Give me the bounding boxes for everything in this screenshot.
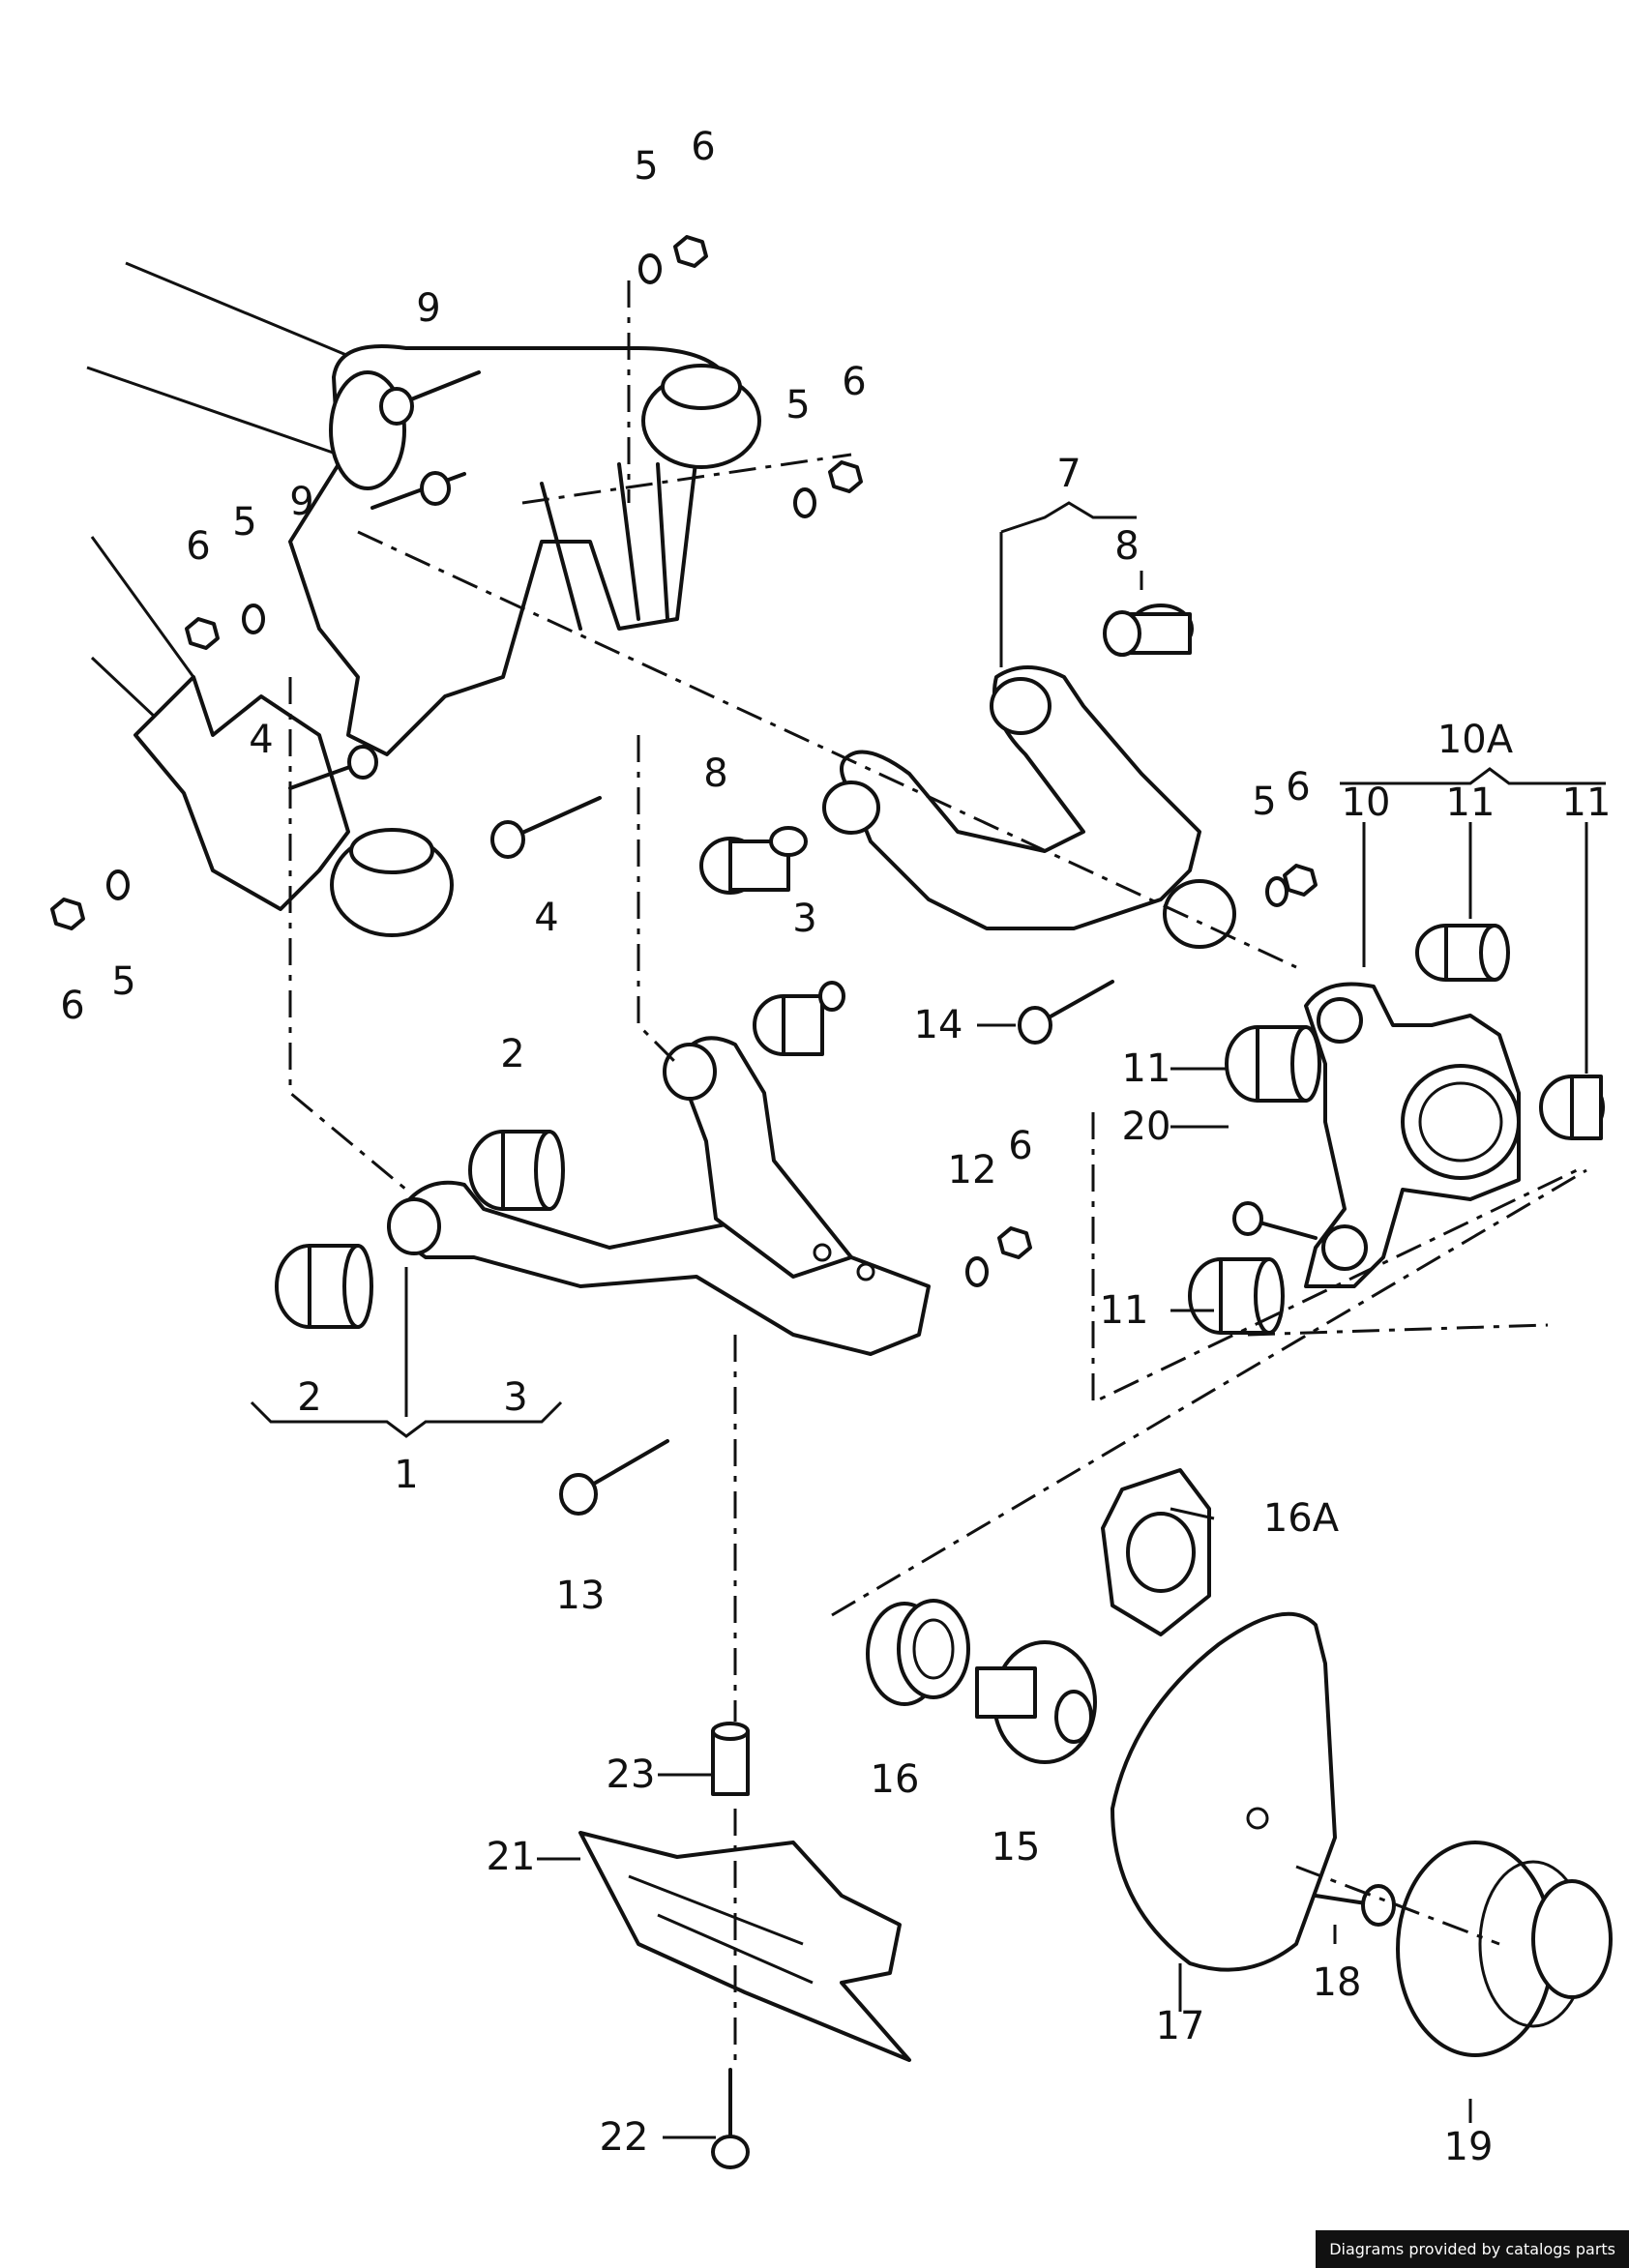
- label-19: 19: [1444, 2125, 1494, 2169]
- bushing-11-d: [1188, 1257, 1285, 1335]
- bushing-2-lower: [275, 1244, 373, 1329]
- label-17: 17: [1156, 2004, 1205, 2048]
- leader-lines: [250, 501, 1606, 2139]
- label-3b: 3: [503, 1375, 527, 1420]
- part-labels: 6 5 9 9 5 6 7 8 6 5 4 4 8 6 5 10A 10 11 …: [60, 125, 1611, 2169]
- label-16: 16: [871, 1757, 920, 1802]
- label-10: 10: [1342, 781, 1391, 825]
- bushing-11-c: [1225, 1025, 1321, 1103]
- label-6c: 6: [186, 524, 210, 569]
- wheel-hub-15: [975, 1640, 1097, 1764]
- label-22: 22: [600, 2115, 649, 2160]
- label-11b: 11: [1562, 781, 1612, 825]
- bushing-2-upper: [468, 1130, 565, 1211]
- label-23: 23: [607, 1753, 656, 1797]
- label-10A: 10A: [1437, 718, 1514, 762]
- label-6e: 6: [1286, 765, 1310, 810]
- label-2b: 2: [297, 1375, 321, 1420]
- label-3a: 3: [792, 897, 816, 941]
- label-6b: 6: [842, 360, 866, 404]
- assembly-lines: [288, 280, 1587, 2070]
- label-12: 12: [948, 1148, 997, 1193]
- label-15: 15: [992, 1825, 1041, 1870]
- label-4b: 4: [534, 896, 558, 940]
- brake-disc-19: [1396, 1841, 1613, 2057]
- threaded-insert-23: [711, 1722, 750, 1796]
- label-6f: 6: [1008, 1124, 1032, 1168]
- upper-control-arm: [822, 665, 1236, 949]
- label-2a: 2: [500, 1032, 524, 1076]
- label-7: 7: [1056, 452, 1081, 496]
- label-11a: 11: [1446, 781, 1496, 825]
- label-5a: 5: [634, 144, 658, 189]
- label-1: 1: [394, 1453, 418, 1497]
- label-13: 13: [556, 1574, 606, 1618]
- label-8b: 8: [703, 751, 727, 796]
- label-6a: 6: [691, 125, 715, 169]
- bushing-8-lower: [699, 826, 808, 895]
- label-8a: 8: [1114, 524, 1139, 569]
- label-9a: 9: [416, 286, 440, 331]
- label-4a: 4: [249, 718, 273, 762]
- label-14: 14: [914, 1003, 963, 1047]
- label-11c: 11: [1122, 1046, 1171, 1091]
- label-11d: 11: [1100, 1288, 1149, 1333]
- bushing-11-a: [1415, 924, 1510, 982]
- credit-badge: Diagrams provided by catalogs parts: [1316, 2230, 1629, 2268]
- splash-shield-17: [1111, 1611, 1337, 1972]
- label-5c: 5: [232, 500, 256, 545]
- lower-control-arm: [387, 1036, 931, 1356]
- bushing-11-b: [1539, 1075, 1605, 1140]
- label-5d: 5: [111, 959, 135, 1004]
- label-9b: 9: [289, 480, 313, 524]
- label-5e: 5: [1252, 780, 1276, 824]
- underbody-panel-21: [578, 1831, 911, 2062]
- wheel-bearing-16: [866, 1599, 970, 1706]
- bushing-8-upper: [1103, 604, 1194, 657]
- bushing-3: [753, 981, 845, 1056]
- label-20: 20: [1122, 1105, 1171, 1149]
- label-16A: 16A: [1263, 1496, 1340, 1541]
- label-21: 21: [487, 1835, 536, 1879]
- bearing-flange-16A: [1101, 1468, 1211, 1636]
- wheel-bearing-housing: [1304, 982, 1521, 1288]
- label-6d: 6: [60, 984, 84, 1028]
- bolts-and-fasteners: [50, 235, 1396, 2169]
- label-5b: 5: [785, 383, 810, 427]
- label-18: 18: [1313, 1960, 1362, 2005]
- subframe-assembly: [86, 261, 761, 937]
